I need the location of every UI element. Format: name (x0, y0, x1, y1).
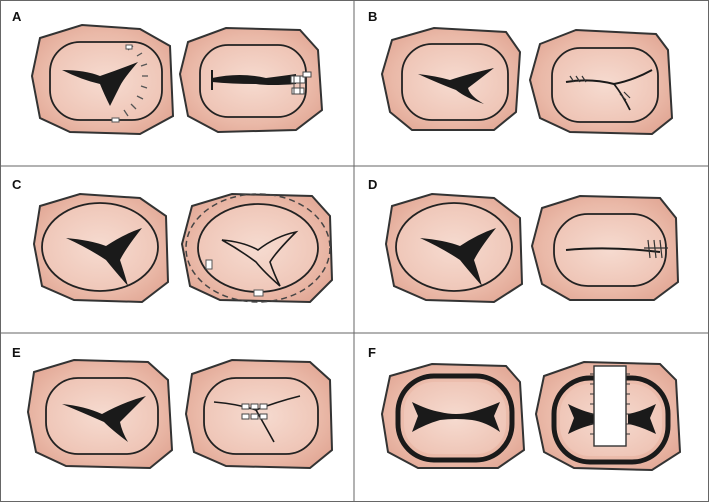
panel-label-c: C (12, 177, 22, 192)
valve-e-before (26, 358, 174, 470)
panel-label-d: D (368, 177, 377, 192)
valve-b-after (528, 28, 674, 136)
valve-d-before (384, 192, 524, 304)
panel-label-a: A (12, 9, 22, 24)
edge-to-edge-pledgets (241, 403, 268, 420)
valve-f-after (534, 360, 682, 472)
panel-label-f: F (368, 345, 376, 360)
panel-label-b: B (368, 9, 377, 24)
valve-d-after (530, 194, 680, 301)
panel-b (380, 26, 674, 136)
panel-e (26, 358, 334, 470)
panel-d (384, 192, 680, 304)
stitch-marks (569, 75, 631, 101)
valve-b-before (380, 26, 522, 131)
pledget-sutures (290, 71, 312, 95)
annuloplasty-ring-sutures (185, 193, 331, 303)
valve-c-before (32, 192, 170, 304)
patch-strip (593, 365, 627, 447)
bicuspidization-stitches (644, 239, 668, 259)
panel-label-e: E (12, 345, 21, 360)
valve-a-after (178, 26, 324, 134)
valve-f-before (380, 362, 526, 469)
valve-a-before (30, 23, 175, 136)
leaflet-gap-shape (62, 62, 138, 106)
valve-e-after (184, 358, 334, 470)
valve-c-after (180, 192, 334, 304)
panel-a (30, 23, 324, 136)
patch-stitches (590, 373, 630, 435)
panel-c (32, 192, 334, 304)
panel-f (380, 360, 682, 472)
